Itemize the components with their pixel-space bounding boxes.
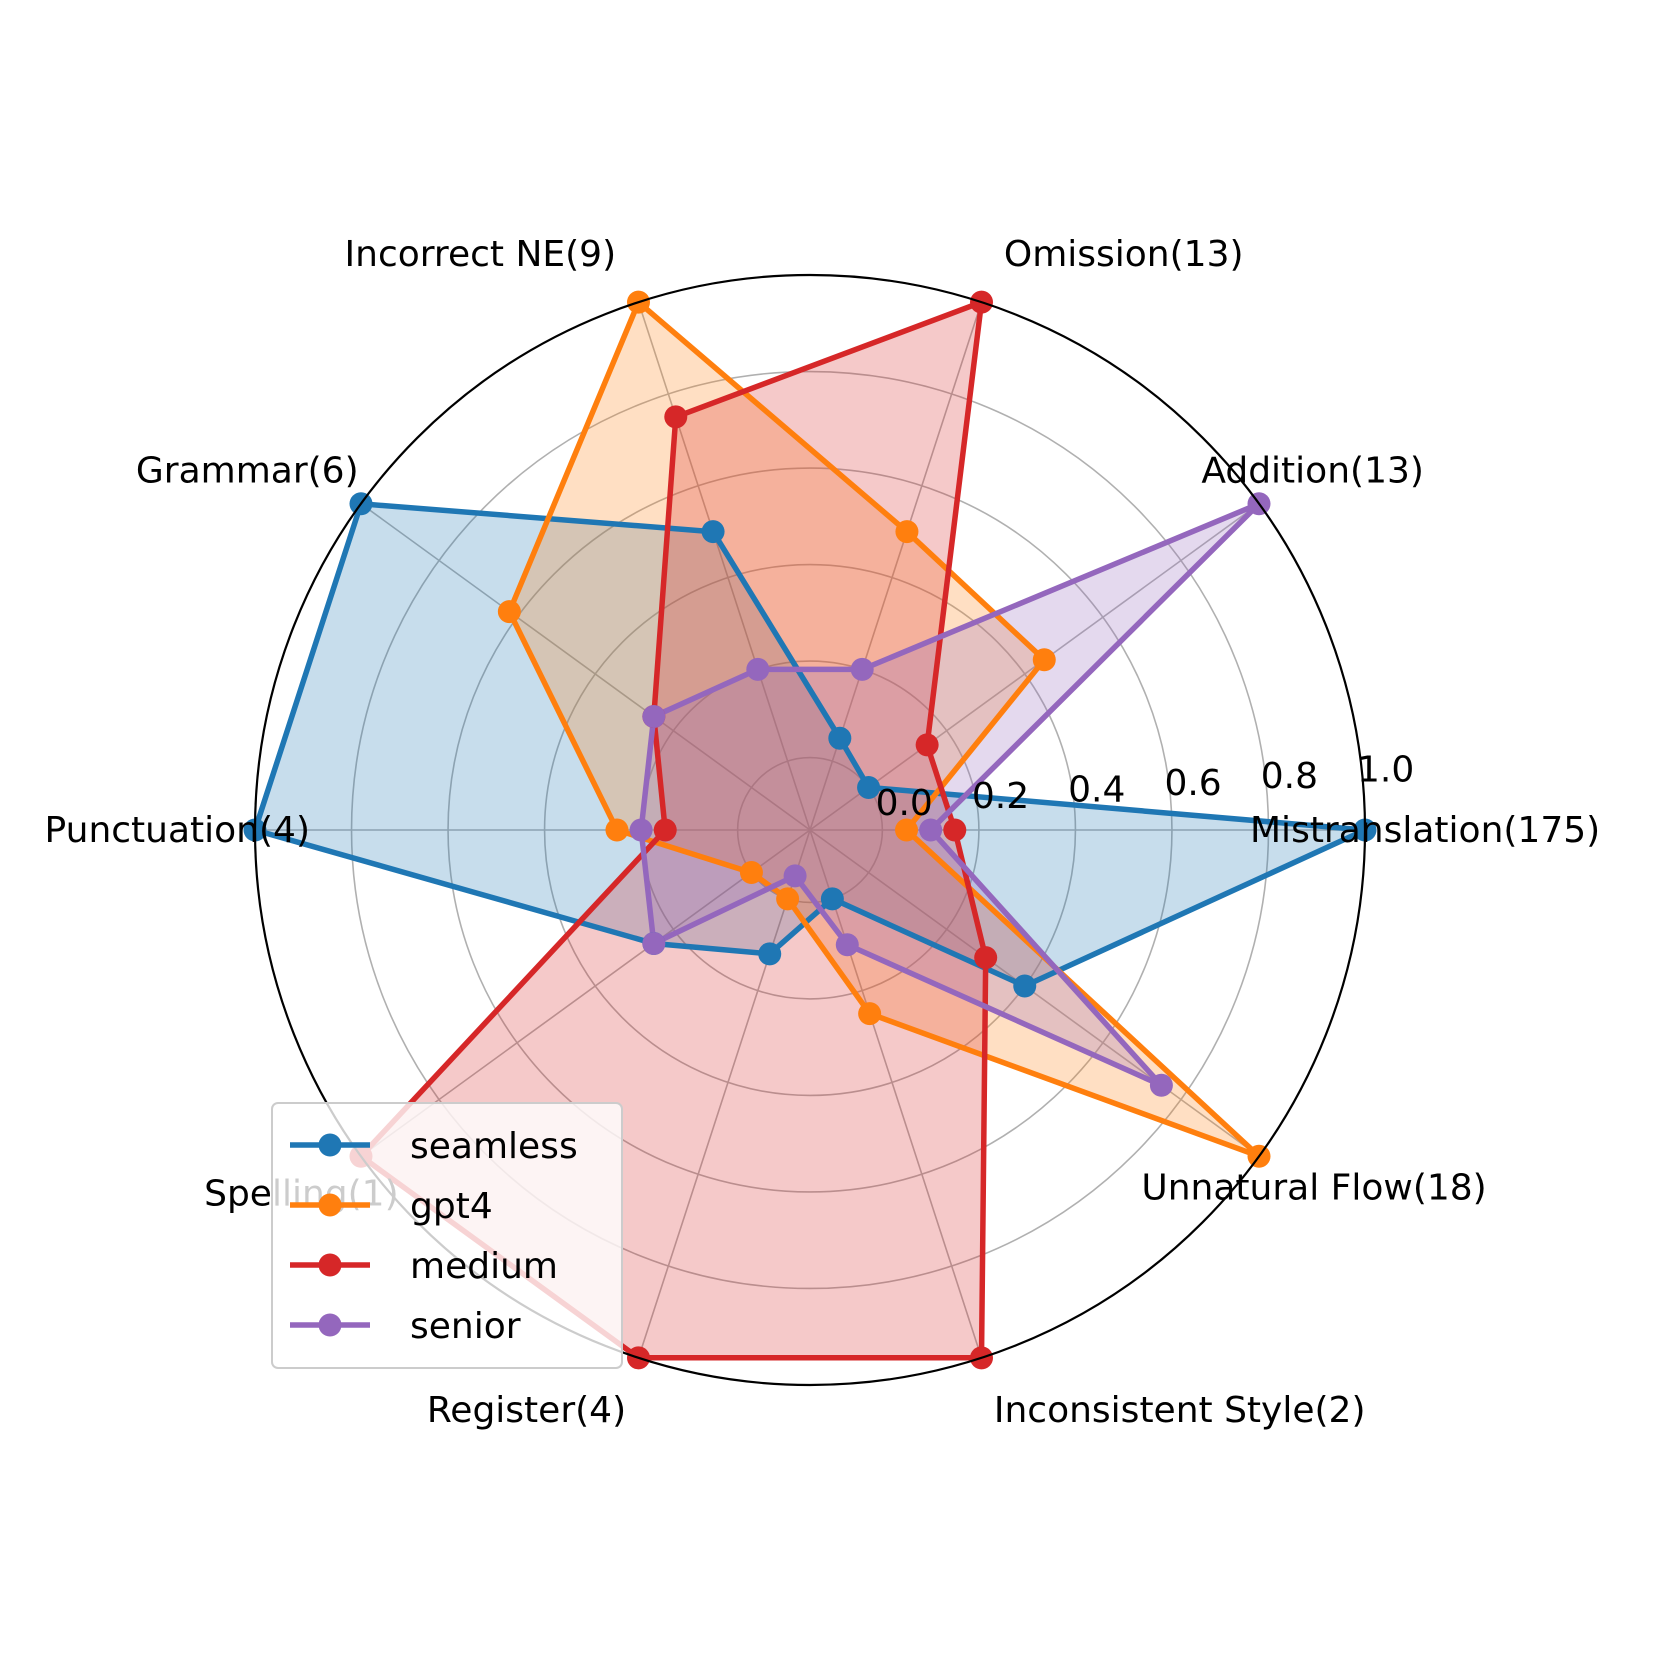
series-fill-seamless	[255, 503, 1365, 986]
point-gpt4-grammar-6	[497, 600, 521, 624]
point-seamless-addition-13	[857, 775, 881, 799]
point-senior-unnatural-flow-18	[1149, 1073, 1173, 1097]
spoke-spelling-1	[360, 829, 811, 1157]
point-medium-punctuation-4	[653, 818, 677, 842]
point-gpt4-omission-13	[895, 520, 919, 544]
legend-label: gpt4	[410, 1186, 493, 1227]
series-fill-gpt4	[509, 302, 1259, 1157]
point-senior-mistranslation-175	[919, 818, 943, 842]
legend-label: seamless	[410, 1126, 578, 1167]
point-medium-incorrect-ne-9	[664, 405, 688, 429]
legend-swatch-marker	[318, 1253, 342, 1277]
radial-tick-label: 0.0	[876, 783, 933, 824]
spoke-incorrect-ne-9	[637, 301, 811, 831]
category-label-addition-13: Addition(13)	[1201, 450, 1424, 491]
point-gpt4-spelling-1	[739, 861, 763, 885]
point-seamless-register-4	[758, 942, 782, 966]
point-gpt4-punctuation-4	[605, 818, 629, 842]
spoke-inconsistent-style-2	[809, 829, 983, 1359]
legend-entry-senior: senior	[290, 1306, 521, 1347]
point-senior-incorrect-ne-9	[746, 657, 770, 681]
legend-entry-seamless: seamless	[290, 1126, 578, 1167]
point-medium-unnatural-flow-18	[974, 946, 998, 970]
category-label-punctuation-4: Punctuation(4)	[45, 810, 310, 851]
category-label-grammar-6: Grammar(6)	[136, 450, 359, 491]
point-gpt4-mistranslation-175	[895, 818, 919, 842]
spoke-addition-13	[809, 503, 1260, 831]
legend-label: medium	[410, 1246, 558, 1287]
point-gpt4-inconsistent-style-2	[858, 1002, 882, 1026]
legend-swatch-marker	[318, 1133, 342, 1157]
legend-box	[271, 1102, 623, 1369]
category-label-mistranslation-175: Mistranslation(175)	[1250, 810, 1600, 851]
spoke-register-4	[637, 829, 811, 1359]
point-gpt4-addition-13	[1032, 648, 1056, 672]
spoke-grammar-6	[360, 503, 811, 831]
point-senior-register-4	[783, 864, 807, 888]
point-seamless-incorrect-ne-9	[701, 520, 725, 544]
point-senior-grammar-6	[642, 705, 666, 729]
radial-tick-labels: 0.0 0.2 0.4 0.6 0.8 1.0	[876, 749, 1415, 824]
radial-tick-label: 0.8	[1261, 756, 1318, 797]
outer-ring	[253, 273, 1367, 1387]
point-seamless-unnatural-flow-18	[1013, 974, 1037, 998]
category-label-unnatural-flow-18: Unnatural Flow(18)	[1141, 1168, 1486, 1209]
point-senior-punctuation-4	[629, 818, 653, 842]
point-gpt4-register-4	[776, 887, 800, 911]
legend-swatch-marker	[318, 1193, 342, 1217]
spoke-unnatural-flow-18	[809, 829, 1260, 1157]
category-label-omission-13: Omission(13)	[1004, 234, 1244, 275]
legend-label: senior	[410, 1306, 521, 1347]
legend-entry-medium: medium	[290, 1246, 558, 1287]
category-label-register-4: Register(4)	[427, 1390, 626, 1431]
radial-tick-label: 0.6	[1164, 763, 1221, 804]
point-senior-spelling-1	[642, 931, 666, 955]
point-medium-mistranslation-175	[943, 818, 967, 842]
radial-tick-label: 0.4	[1068, 769, 1125, 810]
point-senior-inconsistent-style-2	[835, 933, 859, 957]
category-label-inconsistent-style-2: Inconsistent Style(2)	[994, 1390, 1366, 1431]
category-label-incorrect-ne-9: Incorrect NE(9)	[345, 234, 617, 275]
legend: seamless gpt4 medium senior	[271, 1102, 623, 1369]
point-seamless-inconsistent-style-2	[820, 887, 844, 911]
point-medium-addition-13	[915, 733, 939, 757]
point-seamless-omission-13	[828, 726, 852, 750]
point-senior-omission-13	[850, 657, 874, 681]
radial-tick-label: 1.0	[1357, 749, 1414, 790]
legend-swatch-marker	[318, 1313, 342, 1337]
legend-entry-gpt4: gpt4	[290, 1186, 493, 1227]
radial-tick-label: 0.2	[972, 776, 1029, 817]
